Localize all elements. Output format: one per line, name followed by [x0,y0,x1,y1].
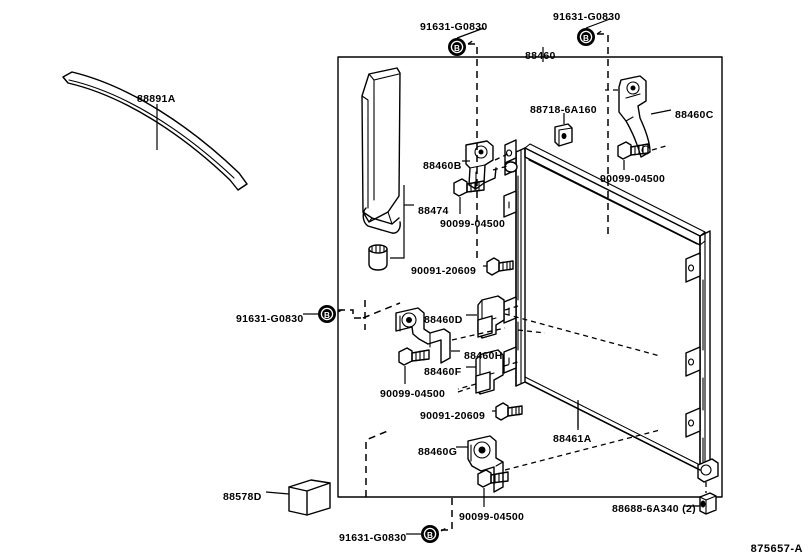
part-label-91631-g0830: 91631-G0830 [420,21,488,33]
bolt-90091-20609-upper [483,257,514,276]
part-88688-6a340-clip [690,482,717,515]
part-label-88460d: 88460D [424,314,463,326]
bolt-90099-04500-middle [398,347,430,384]
part-88460g-bracket [456,429,661,493]
part-label-88578d: 88578D [223,491,262,503]
callout-marker-b-top-right: B [577,28,595,46]
svg-text:B: B [454,44,460,53]
callout-marker-b-middle: B [318,305,336,323]
part-label-88474: 88474 [418,205,449,217]
leader-lines [156,18,699,535]
part-88460f-bracket [457,349,519,395]
part-label-88718-6a160: 88718-6A160 [530,104,597,116]
part-label-88460g: 88460G [418,446,458,458]
part-label-90099-04500: 90099-04500 [440,218,506,230]
bolt-90091-20609-lower [492,402,523,421]
part-88460b-bracket [462,140,513,190]
part-label-88891a: 88891A [137,93,176,105]
part-label-88460: 88460 [525,50,556,62]
assembly-dashed-guides [457,313,661,393]
svg-text:B: B [427,531,433,540]
part-label-90091-20609: 90091-20609 [420,410,486,422]
svg-text:B: B [583,34,589,43]
callout-dashed-paths [337,29,609,532]
part-label-88460c: 88460C [675,109,714,121]
part-88578d-block [265,479,331,516]
part-label-88460b: 88460B [423,160,462,172]
diagram-footer-code: 875657-A [750,543,803,555]
callout-marker-b-bottom: B [421,525,439,543]
svg-text:B: B [324,311,330,320]
part-label-91631-g0830: 91631-G0830 [553,11,621,23]
assembly-border-88460 [337,56,723,498]
bolt-90099-04500-top-right [617,141,649,170]
part-label-90099-04500: 90099-04500 [600,173,666,185]
part-label-88460f: 88460F [424,366,462,378]
part-label-88461a: 88461A [553,433,592,445]
part-88718-6a160-grommet [554,113,573,147]
bolt-90099-04500-bottom [477,469,509,507]
bolt-90099-04500-upper-left [453,178,485,214]
part-label-90099-04500: 90099-04500 [380,388,446,400]
part-88891a-seal-strip [62,71,248,191]
part-label-90091-20609: 90091-20609 [411,265,477,277]
part-88461a-condenser-core [503,139,719,483]
part-88474-air-duct [361,67,414,271]
part-label-88460h: 88460H [464,350,503,362]
callout-marker-b-top-left: B [448,38,466,56]
part-label-91631-g0830: 91631-G0830 [236,313,304,325]
part-88460c-bracket [605,75,672,158]
part-label-91631-g0830: 91631-G0830 [339,532,407,544]
part-88460h-bracket [395,307,506,364]
part-label-88688-6a340-2: 88688-6A340 (2) [612,503,696,515]
part-label-90099-04500: 90099-04500 [459,511,525,523]
